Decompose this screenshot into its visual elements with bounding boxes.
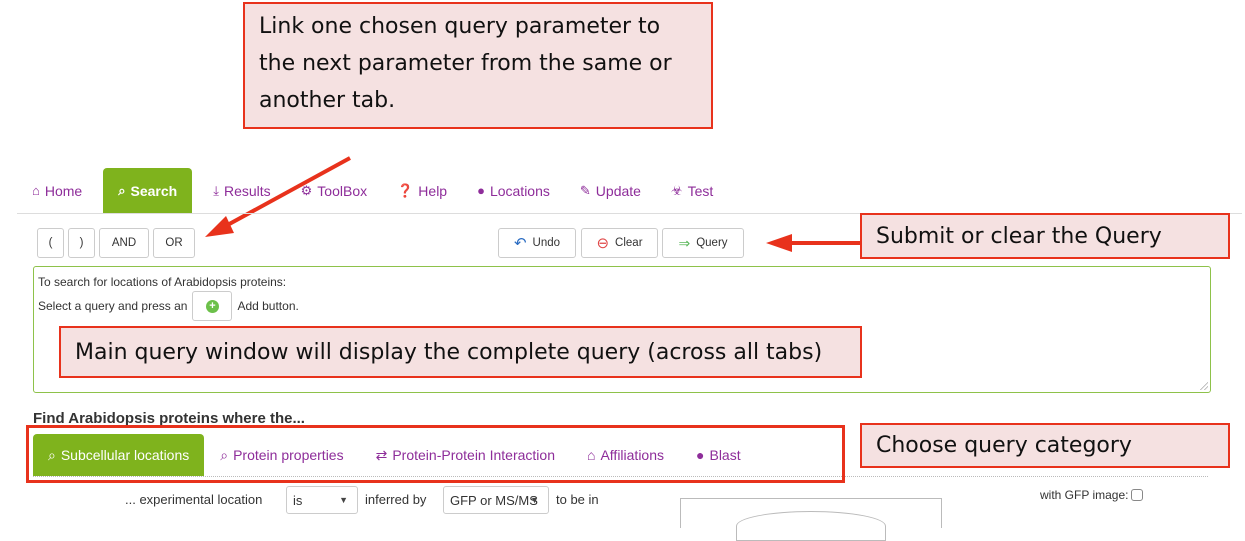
query-instructions-suffix: Add button. bbox=[237, 299, 299, 313]
tab-protein-properties-label: Protein properties bbox=[233, 447, 344, 463]
close-paren-button[interactable]: ) bbox=[68, 228, 95, 258]
tab-affiliations[interactable]: ⌂ Affiliations bbox=[571, 434, 680, 476]
query-instructions-line2: Select a query and press an + Add button… bbox=[38, 291, 1206, 321]
tab-subcellular-locations[interactable]: ⌕ Subcellular locations bbox=[33, 434, 205, 476]
tab-protein-properties[interactable]: ⌕ Protein properties bbox=[204, 434, 359, 476]
caret-down-icon: ▼ bbox=[530, 495, 539, 505]
is-select-value: is bbox=[293, 492, 303, 508]
arrow-right-icon: ⇒ bbox=[678, 234, 691, 251]
find-proteins-heading: Find Arabidopsis proteins where the... bbox=[33, 410, 305, 427]
nav-help[interactable]: ❓ Help bbox=[382, 168, 462, 213]
download-icon: ⤓ bbox=[213, 182, 219, 198]
nav-toolbox[interactable]: ⚙ ToolBox bbox=[286, 168, 382, 213]
callout-main-window-text: Main query window will display the compl… bbox=[75, 339, 823, 365]
inferred-by-label: inferred by bbox=[365, 492, 427, 507]
experimental-location-label: ... experimental location bbox=[125, 492, 263, 507]
nav-help-label: Help bbox=[418, 182, 448, 199]
tab-protein-protein-interaction-label: Protein-Protein Interaction bbox=[392, 447, 555, 463]
callout-choose-category: Choose query category bbox=[860, 423, 1230, 468]
callout-link-parameters-text: Link one chosen query parameter to the n… bbox=[259, 14, 672, 113]
cell-compartment-shape bbox=[736, 511, 886, 541]
callout-submit-clear: Submit or clear the Query bbox=[860, 213, 1230, 259]
plus-circle-icon: + bbox=[205, 299, 219, 313]
tab-blast-label: Blast bbox=[709, 447, 741, 463]
add-button-example: + bbox=[192, 291, 233, 321]
tab-protein-protein-interaction[interactable]: ⇄ Protein-Protein Interaction bbox=[360, 434, 571, 476]
exchange-icon: ⇄ bbox=[375, 446, 388, 463]
open-paren-button[interactable]: ( bbox=[37, 228, 64, 258]
resize-grip-icon[interactable] bbox=[1200, 382, 1208, 390]
pencil-icon: ✎ bbox=[579, 182, 591, 198]
callout-link-parameters: Link one chosen query parameter to the n… bbox=[243, 2, 713, 129]
arrow-to-query-button-icon bbox=[766, 234, 860, 252]
gfp-image-filter: with GFP image: bbox=[1040, 488, 1144, 502]
globe-icon: ● bbox=[477, 183, 485, 198]
search-icon: ⌕ bbox=[48, 446, 56, 463]
nav-test-label: Test bbox=[687, 182, 714, 199]
nav-update-label: Update bbox=[595, 182, 641, 199]
or-button[interactable]: OR bbox=[153, 228, 195, 258]
query-instructions-line1: To search for locations of Arabidopsis p… bbox=[38, 275, 287, 289]
bug-icon: ☣ bbox=[670, 182, 683, 198]
cell-diagram[interactable] bbox=[680, 498, 942, 541]
caret-down-icon: ▼ bbox=[339, 495, 348, 505]
callout-main-window: Main query window will display the compl… bbox=[59, 326, 862, 378]
nav-test[interactable]: ☣ Test bbox=[656, 168, 728, 213]
nav-locations[interactable]: ● Locations bbox=[462, 168, 565, 213]
method-select[interactable]: GFP or MS/MS ▼ bbox=[443, 486, 549, 514]
question-circle-icon: ❓ bbox=[397, 182, 414, 198]
search-icon: ⌕ bbox=[118, 182, 126, 198]
location-filter-row: ... experimental location is ▼ inferred … bbox=[0, 486, 620, 516]
undo-button[interactable]: ↶ Undo bbox=[498, 228, 576, 258]
search-icon: ⌕ bbox=[220, 446, 229, 463]
cogs-icon: ⚙ bbox=[300, 182, 313, 198]
tab-blast[interactable]: ● Blast bbox=[680, 434, 757, 476]
nav-search-label: Search bbox=[130, 182, 178, 199]
query-label: Query bbox=[696, 237, 728, 249]
nav-search[interactable]: ⌕ Search bbox=[103, 168, 193, 213]
undo-label: Undo bbox=[532, 237, 561, 249]
clear-label: Clear bbox=[615, 237, 643, 249]
nav-results[interactable]: ⤓ Results bbox=[198, 168, 285, 213]
query-button[interactable]: ⇒ Query bbox=[662, 228, 744, 258]
category-tabs: ⌕ Subcellular locations ⌕ Protein proper… bbox=[33, 434, 1208, 477]
is-select[interactable]: is ▼ bbox=[286, 486, 358, 514]
bomb-icon: ● bbox=[696, 447, 705, 463]
undo-icon: ↶ bbox=[513, 235, 527, 252]
main-nav: ⌂ Home ⌕ Search ⤓ Results ⚙ ToolBox ❓ He… bbox=[17, 168, 1242, 214]
and-button[interactable]: AND bbox=[99, 228, 149, 258]
callout-choose-category-text: Choose query category bbox=[876, 433, 1132, 458]
tab-affiliations-label: Affiliations bbox=[600, 447, 665, 463]
nav-locations-label: Locations bbox=[489, 182, 550, 199]
method-select-value: GFP or MS/MS bbox=[450, 492, 538, 508]
gfp-image-label: with GFP image: bbox=[1040, 488, 1129, 502]
query-instructions-prefix: Select a query and press an bbox=[38, 299, 188, 313]
nav-toolbox-label: ToolBox bbox=[317, 182, 368, 199]
nav-home-label: Home bbox=[44, 182, 83, 199]
home-icon: ⌂ bbox=[586, 447, 596, 463]
to-be-in-label: to be in bbox=[556, 492, 599, 507]
home-icon: ⌂ bbox=[32, 183, 40, 198]
callout-submit-clear-text: Submit or clear the Query bbox=[876, 223, 1162, 249]
clear-button[interactable]: ⊖ Clear bbox=[581, 228, 658, 258]
nav-update[interactable]: ✎ Update bbox=[565, 168, 656, 213]
clear-icon: ⊖ bbox=[596, 235, 610, 252]
gfp-image-checkbox[interactable] bbox=[1131, 489, 1144, 501]
nav-home[interactable]: ⌂ Home bbox=[17, 168, 97, 213]
tab-subcellular-locations-label: Subcellular locations bbox=[60, 447, 190, 463]
nav-results-label: Results bbox=[223, 182, 271, 199]
